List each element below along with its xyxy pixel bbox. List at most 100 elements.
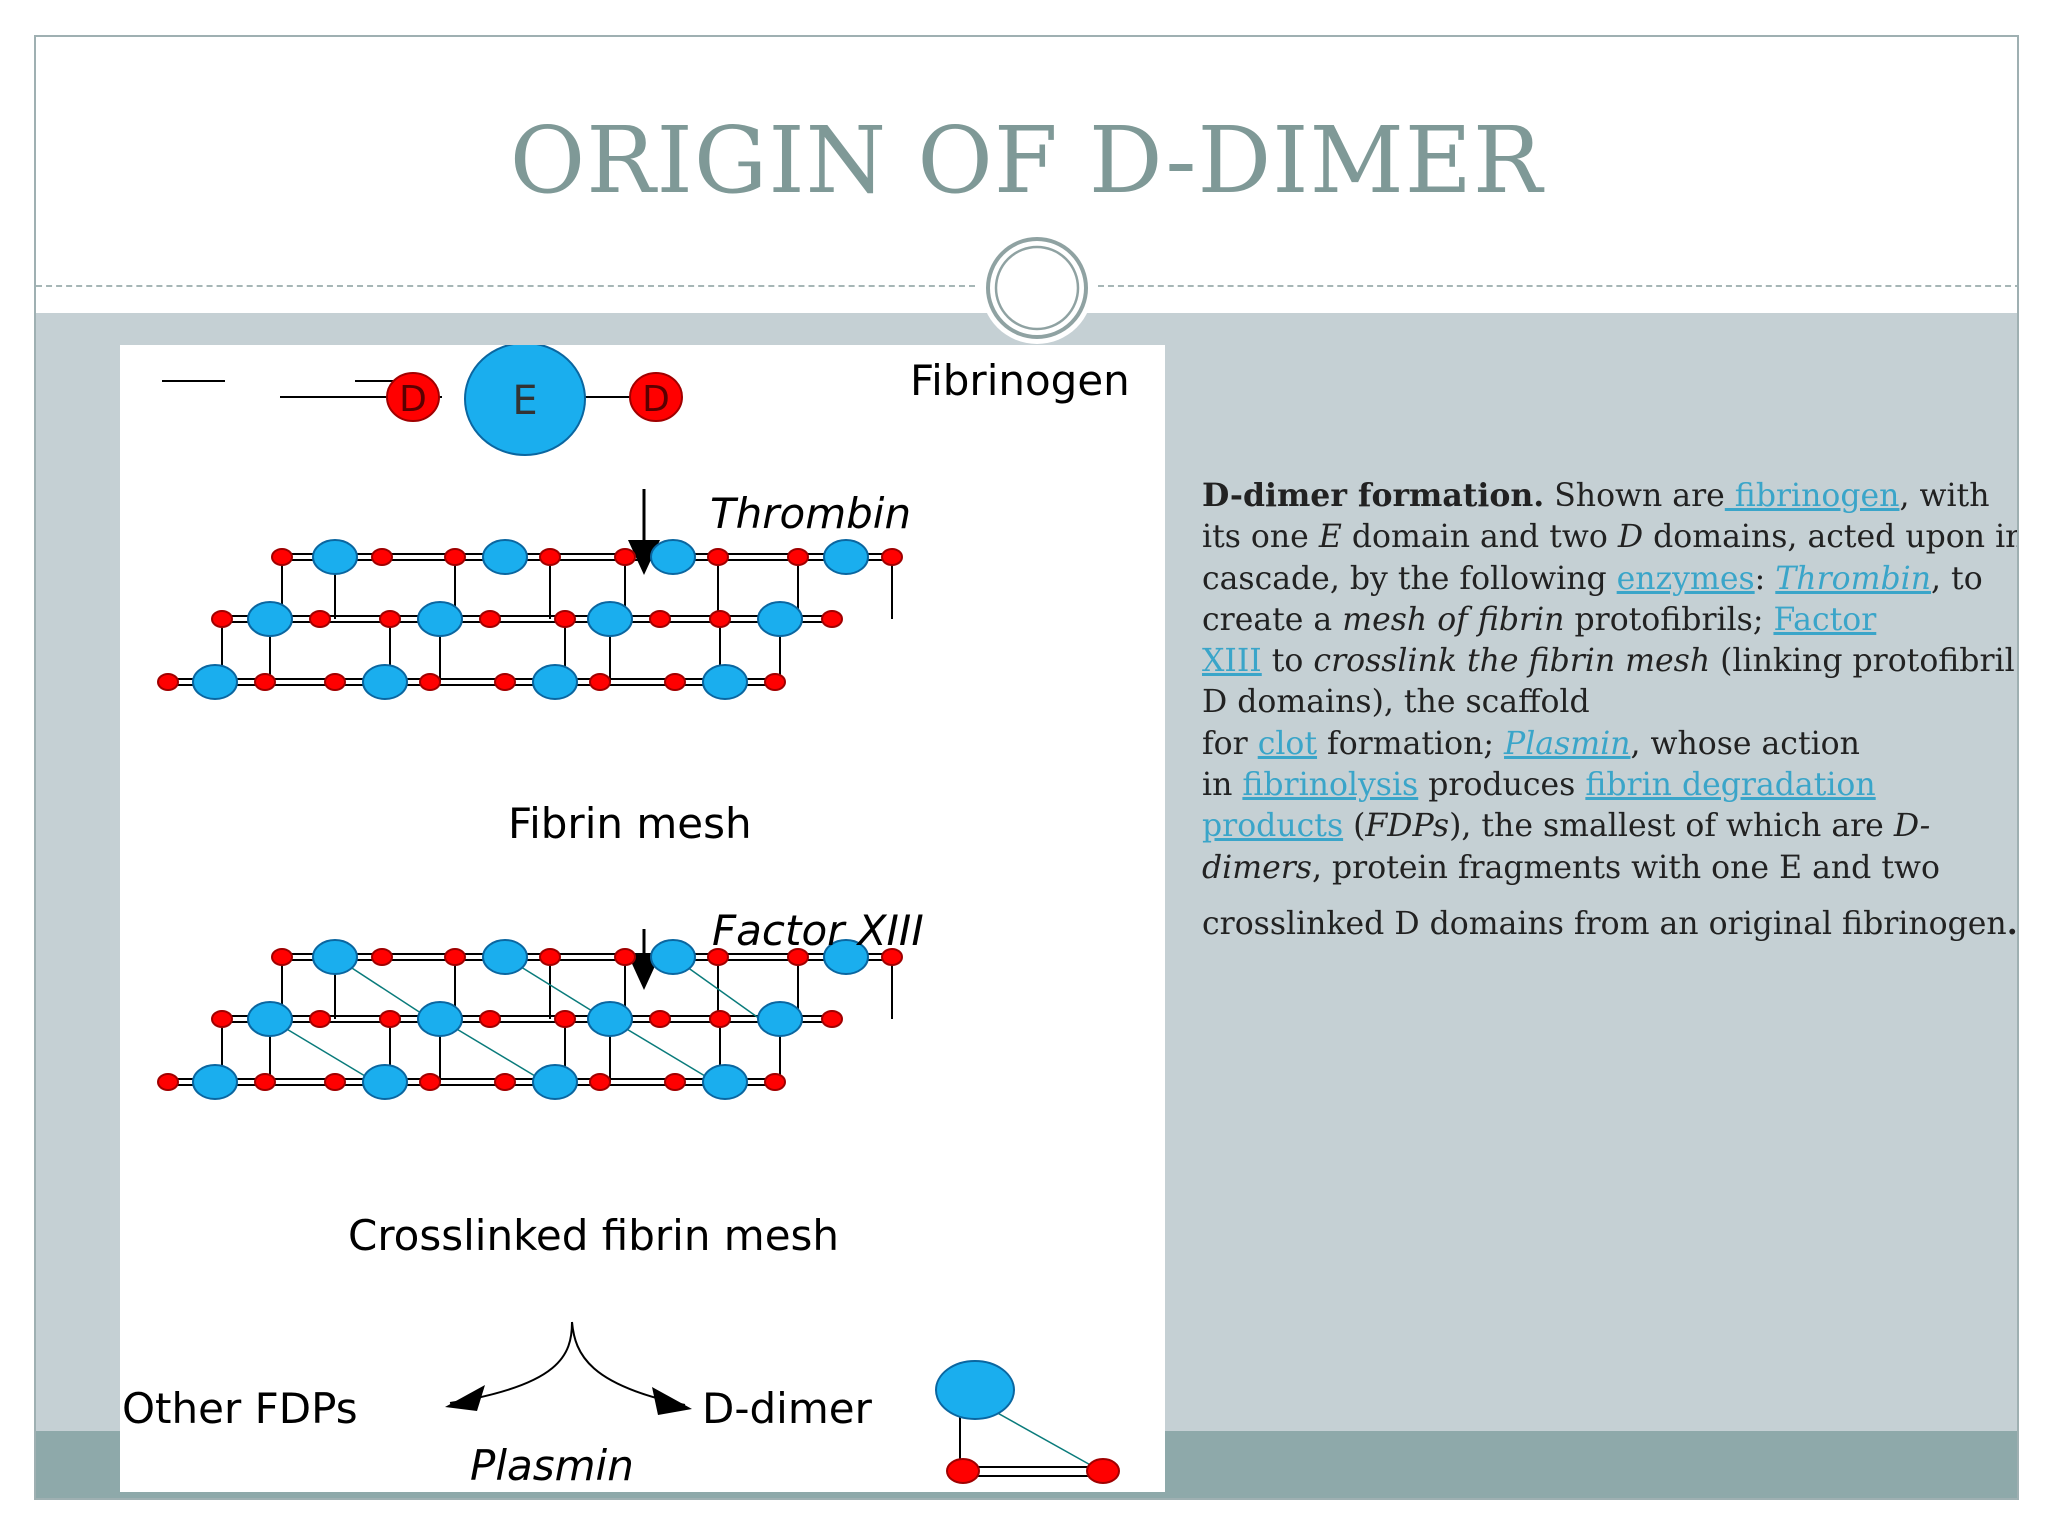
thrombin-link[interactable]: Thrombin: [1775, 560, 1932, 597]
description-line: D-dimer formation. Shown are fibrinogen,…: [1202, 477, 1990, 514]
d-domain-node: [324, 1073, 346, 1091]
d-domain-node: [371, 948, 393, 966]
d-domain-node: [787, 948, 809, 966]
e-domain-node: [702, 664, 748, 700]
e-domain-letter: E: [512, 378, 537, 424]
d-domain-node: [444, 548, 466, 566]
d-domain-node: [494, 673, 516, 691]
e-domain-node: [823, 939, 869, 975]
d-domain-node: [494, 1073, 516, 1091]
d-domain-node: [211, 610, 233, 628]
fibrinogen-link[interactable]: fibrinogen: [1724, 478, 1900, 514]
e-domain: [464, 345, 586, 456]
d-domain-node: [309, 1010, 331, 1028]
d-domain-node: [664, 673, 686, 691]
d-domain-node: [649, 610, 671, 628]
fibrinogen-label: Fibrinogen: [910, 356, 1130, 405]
e-domain-node: [650, 939, 696, 975]
d-domain-letter: D: [642, 379, 670, 420]
e-domain-node: [532, 664, 578, 700]
e-domain-node: [362, 1064, 408, 1100]
d-domain-node: [539, 948, 561, 966]
d-domain-node: [309, 610, 331, 628]
d-domain-node: [539, 548, 561, 566]
factor-link[interactable]: Factor: [1773, 601, 1877, 638]
description-line: create a mesh of fibrin protofibrils; Fa…: [1202, 601, 1877, 638]
d-domain-node: [709, 610, 731, 628]
e-domain-node: [757, 601, 803, 637]
d-domain-node: [707, 548, 729, 566]
title-divider-left: [36, 285, 975, 287]
e-domain-node: [532, 1064, 578, 1100]
d-domain-node: [614, 548, 636, 566]
thrombin-arrow-icon: [628, 489, 660, 575]
factor-xiii-link[interactable]: XIII: [1202, 643, 1262, 680]
description-line: cascade, by the following enzymes: Throm…: [1202, 560, 1983, 597]
d-domain-node: [787, 548, 809, 566]
d-domain-node: [324, 673, 346, 691]
e-domain-node: [482, 539, 528, 575]
d-domain-node: [444, 948, 466, 966]
d-domain-node: [271, 548, 293, 566]
d-dimer-label: D-dimer: [702, 1384, 873, 1433]
e-domain-node: [417, 601, 463, 637]
d-domain-node: [881, 948, 903, 966]
d-dimer-molecule: [935, 1360, 1120, 1484]
products-link[interactable]: products: [1202, 808, 1344, 845]
d-domain-node: [554, 610, 576, 628]
description-line: in fibrinolysis produces fibrin degradat…: [1202, 767, 1876, 804]
page-title: ORIGIN OF D-DIMER: [509, 107, 1544, 214]
e-domain-node: [823, 539, 869, 575]
e-domain-node: [192, 1064, 238, 1100]
e-domain-node: [650, 539, 696, 575]
d-domain-node: [254, 673, 276, 691]
description-heading: D-dimer formation.: [1202, 477, 1545, 514]
d-domain-node: [271, 948, 293, 966]
d-domain-node: [821, 1010, 843, 1028]
d-domain-node: [157, 1073, 179, 1091]
d-domain-node: [211, 1010, 233, 1028]
d-domain-node: [649, 1010, 671, 1028]
e-domain-node: [417, 1001, 463, 1037]
description-line: D domains), the scaffold: [1202, 684, 1590, 721]
d-domain-node: [419, 1073, 441, 1091]
e-domain-node: [757, 1001, 803, 1037]
d-domain-node: [881, 548, 903, 566]
d-domain: [629, 372, 683, 422]
e-domain-node: [312, 539, 358, 575]
plasmin-link[interactable]: Plasmin: [1504, 725, 1631, 762]
e-domain-node: [312, 939, 358, 975]
description-line: dimers, protein fragments with one E and…: [1202, 849, 1940, 886]
d-domain-node: [379, 610, 401, 628]
circle-ornament-icon: [981, 232, 1093, 344]
fibrinolysis-link[interactable]: fibrinolysis: [1242, 767, 1419, 804]
fibrin-degradation-link[interactable]: fibrin degradation: [1585, 767, 1876, 804]
e-domain-node: [702, 1064, 748, 1100]
d-domain-node: [664, 1073, 686, 1091]
d-domain-node: [479, 610, 501, 628]
fibrin-mesh-label: Fibrin mesh: [508, 799, 752, 848]
thrombin-label: Thrombin: [710, 489, 911, 538]
d-domain-node: [764, 1073, 786, 1091]
d-domain-node: [254, 1073, 276, 1091]
crosslinked-mesh-label: Crosslinked fibrin mesh: [348, 1211, 839, 1260]
enzymes-link[interactable]: enzymes: [1616, 560, 1755, 597]
other-fdps-label: Other FDPs: [122, 1384, 358, 1433]
e-domain-node: [192, 664, 238, 700]
description-line: its one E domain and two D domains, acte…: [1202, 519, 2019, 556]
e-domain-node: [247, 601, 293, 637]
clot-link[interactable]: clot: [1257, 725, 1318, 762]
d-domain: [386, 372, 440, 422]
d-domain-node: [554, 1010, 576, 1028]
d-domain-node: [479, 1010, 501, 1028]
e-domain-node: [362, 664, 408, 700]
description-line: crosslinked D domains from an original f…: [1202, 904, 2018, 942]
d-domain-node: [379, 1010, 401, 1028]
description-line: products (FDPs), the smallest of which a…: [1202, 808, 1931, 845]
e-domain-node: [247, 1001, 293, 1037]
description-line: for clot formation; Plasmin, whose actio…: [1202, 725, 1860, 762]
d-domain-node: [371, 548, 393, 566]
e-domain-node: [587, 1001, 633, 1037]
